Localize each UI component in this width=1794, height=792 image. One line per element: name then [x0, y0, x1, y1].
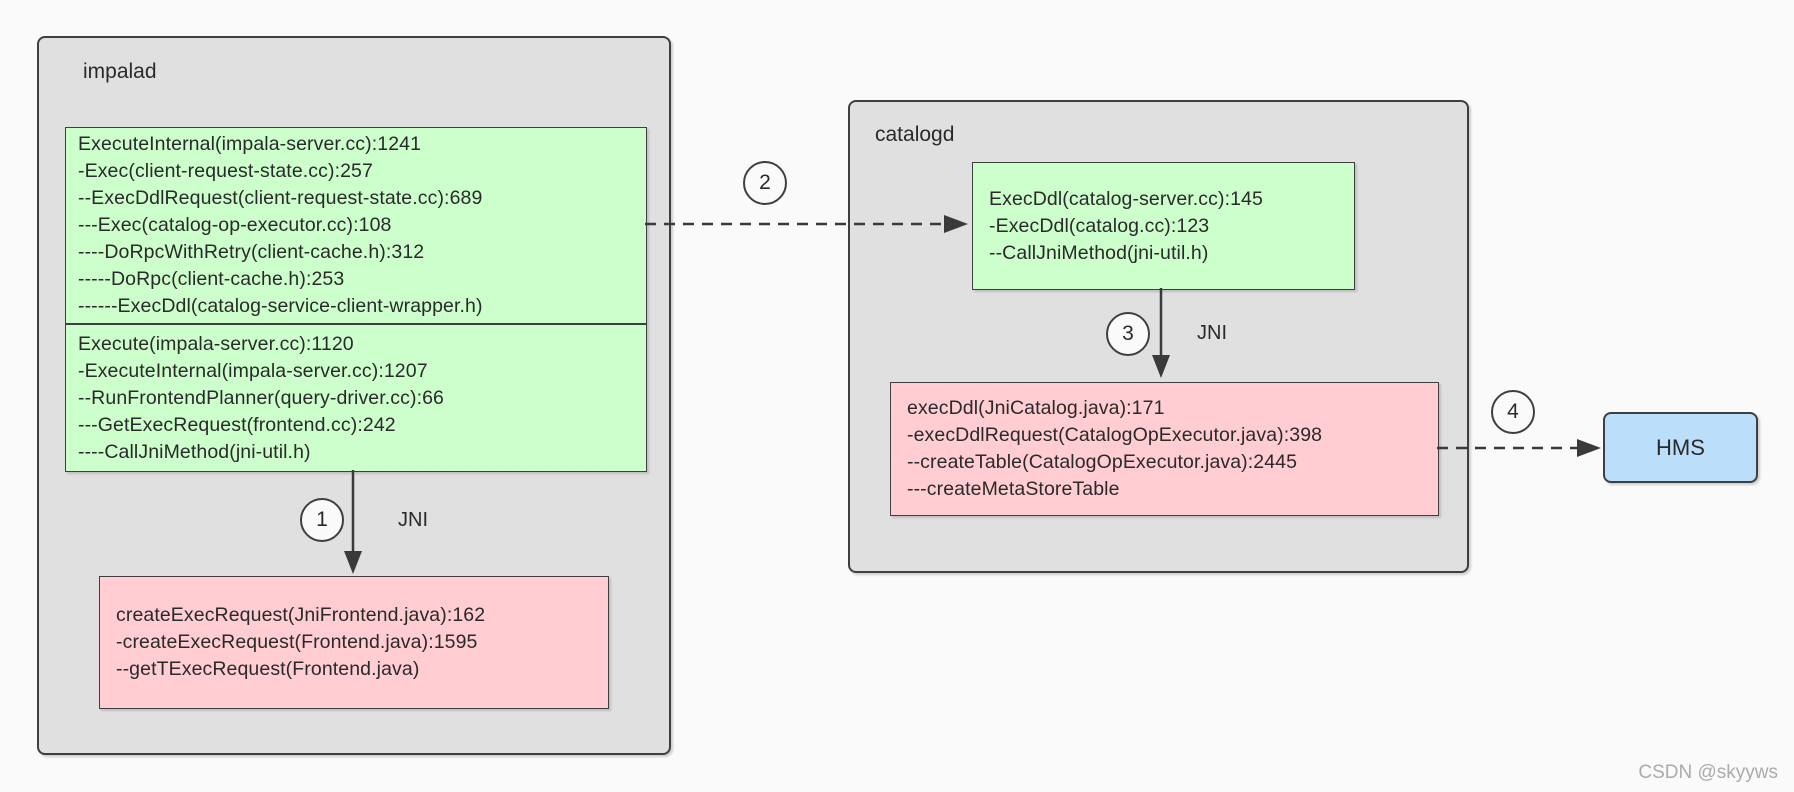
- code-line: createExecRequest(JniFrontend.java):162: [116, 604, 486, 626]
- impalad-cpp-ddl-stack-box: ExecuteInternal(impala-server.cc):1241 -E…: [65, 127, 647, 324]
- code-line: --createTable(CatalogOpExecutor.java):24…: [907, 451, 1298, 473]
- code-line: ----CallJniMethod(jni-util.h): [78, 440, 311, 463]
- catalogd-container: catalogd ExecDdl(catalog-server.cc):145 -…: [848, 100, 1469, 573]
- step-number: 3: [1122, 322, 1134, 345]
- code-line: ----DoRpcWithRetry(client-cache.h):312: [78, 241, 425, 263]
- code-line: -createExecRequest(Frontend.java):1595: [116, 631, 478, 653]
- impalad-cpp-frontend-stack-box: Execute(impala-server.cc):1120 -ExecuteIn…: [65, 324, 647, 472]
- code-line: -execDdlRequest(CatalogOpExecutor.java):…: [907, 424, 1323, 446]
- jni-edge-label-catalogd: JNI: [1197, 322, 1227, 344]
- code-line: --ExecDdlRequest(client-request-state.cc…: [78, 187, 483, 209]
- impalad-java-frontend-stack-box: createExecRequest(JniFrontend.java):162 -…: [99, 576, 609, 709]
- step-badge-2: 2: [743, 161, 787, 205]
- code-line: ---Exec(catalog-op-executor.cc):108: [78, 214, 392, 236]
- impalad-container: impalad ExecuteInternal(impala-server.cc…: [37, 36, 671, 755]
- hms-label: HMS: [1656, 434, 1705, 460]
- step-badge-3: 3: [1106, 312, 1150, 356]
- code-line: ---GetExecRequest(frontend.cc):242: [78, 413, 396, 436]
- code-line: -ExecuteInternal(impala-server.cc):1207: [78, 359, 428, 382]
- code-line: ExecDdl(catalog-server.cc):145: [989, 187, 1263, 210]
- impalad-title: impalad: [83, 60, 157, 83]
- catalogd-cpp-ddl-stack-box: ExecDdl(catalog-server.cc):145 -ExecDdl(c…: [972, 162, 1355, 290]
- code-line: ------ExecDdl(catalog-service-client-wra…: [78, 295, 483, 317]
- step-number: 2: [759, 171, 771, 194]
- code-line: -Exec(client-request-state.cc):257: [78, 160, 373, 182]
- code-line: -ExecDdl(catalog.cc):123: [989, 214, 1210, 237]
- hms-box: HMS: [1603, 412, 1758, 483]
- catalogd-title: catalogd: [875, 123, 955, 146]
- step-number: 1: [316, 508, 328, 531]
- step-number: 4: [1507, 400, 1519, 423]
- code-line: --getTExecRequest(Frontend.java): [116, 658, 420, 680]
- step-badge-1: 1: [300, 498, 344, 542]
- code-line: ExecuteInternal(impala-server.cc):1241: [78, 133, 422, 155]
- code-line: ---createMetaStoreTable: [907, 478, 1120, 500]
- code-line: execDdl(JniCatalog.java):171: [907, 397, 1165, 419]
- catalogd-java-catalog-stack-box: execDdl(JniCatalog.java):171 -execDdlRequ…: [890, 382, 1439, 516]
- code-line: --RunFrontendPlanner(query-driver.cc):66: [78, 386, 444, 409]
- code-line: --CallJniMethod(jni-util.h): [989, 241, 1209, 264]
- code-line: -----DoRpc(client-cache.h):253: [78, 268, 345, 290]
- code-line: Execute(impala-server.cc):1120: [78, 332, 354, 355]
- jni-edge-label-impalad: JNI: [398, 509, 428, 531]
- watermark-text: CSDN @skyyws: [1638, 762, 1778, 783]
- step-badge-4: 4: [1491, 390, 1535, 434]
